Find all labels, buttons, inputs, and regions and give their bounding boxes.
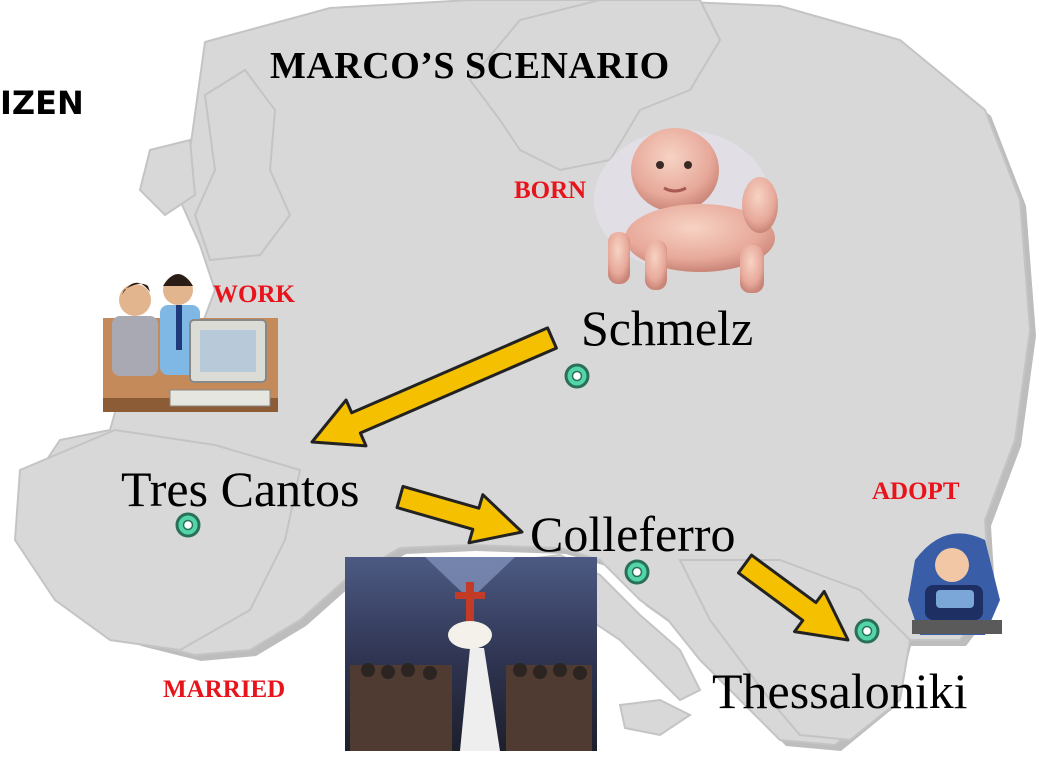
diagram-title: MARCO’S SCENARIO	[270, 45, 670, 87]
church-wedding-photo	[345, 557, 597, 751]
event-label-born: BORN	[514, 177, 587, 204]
event-label-adopt: ADOPT	[872, 478, 960, 505]
location-marker-schmelz-center	[571, 370, 583, 382]
office-workers-clipart	[103, 274, 278, 412]
event-label-married: MARRIED	[163, 676, 286, 703]
baby-in-car-seat-photo	[908, 533, 1002, 635]
city-label-schmelz: Schmelz	[581, 300, 754, 356]
move-arrow-tres-cantos-to-colleferro	[395, 484, 524, 545]
location-marker-colleferro-center	[631, 566, 643, 578]
location-marker-thessaloniki-center	[861, 625, 873, 637]
move-arrows	[310, 326, 850, 642]
city-label-thessaloniki: Thessaloniki	[712, 663, 968, 719]
side-title-fragment: IZEN	[0, 84, 84, 122]
city-label-tres-cantos: Tres Cantos	[121, 461, 360, 517]
city-markers	[175, 363, 880, 644]
move-arrow-colleferro-to-thessaloniki	[737, 553, 850, 642]
move-arrow-schmelz-to-tres-cantos	[310, 326, 558, 448]
crawling-baby-photo	[594, 128, 778, 293]
location-marker-tres-cantos-center	[182, 519, 194, 531]
city-label-colleferro: Colleferro	[530, 506, 736, 562]
event-label-work: WORK	[213, 281, 295, 308]
